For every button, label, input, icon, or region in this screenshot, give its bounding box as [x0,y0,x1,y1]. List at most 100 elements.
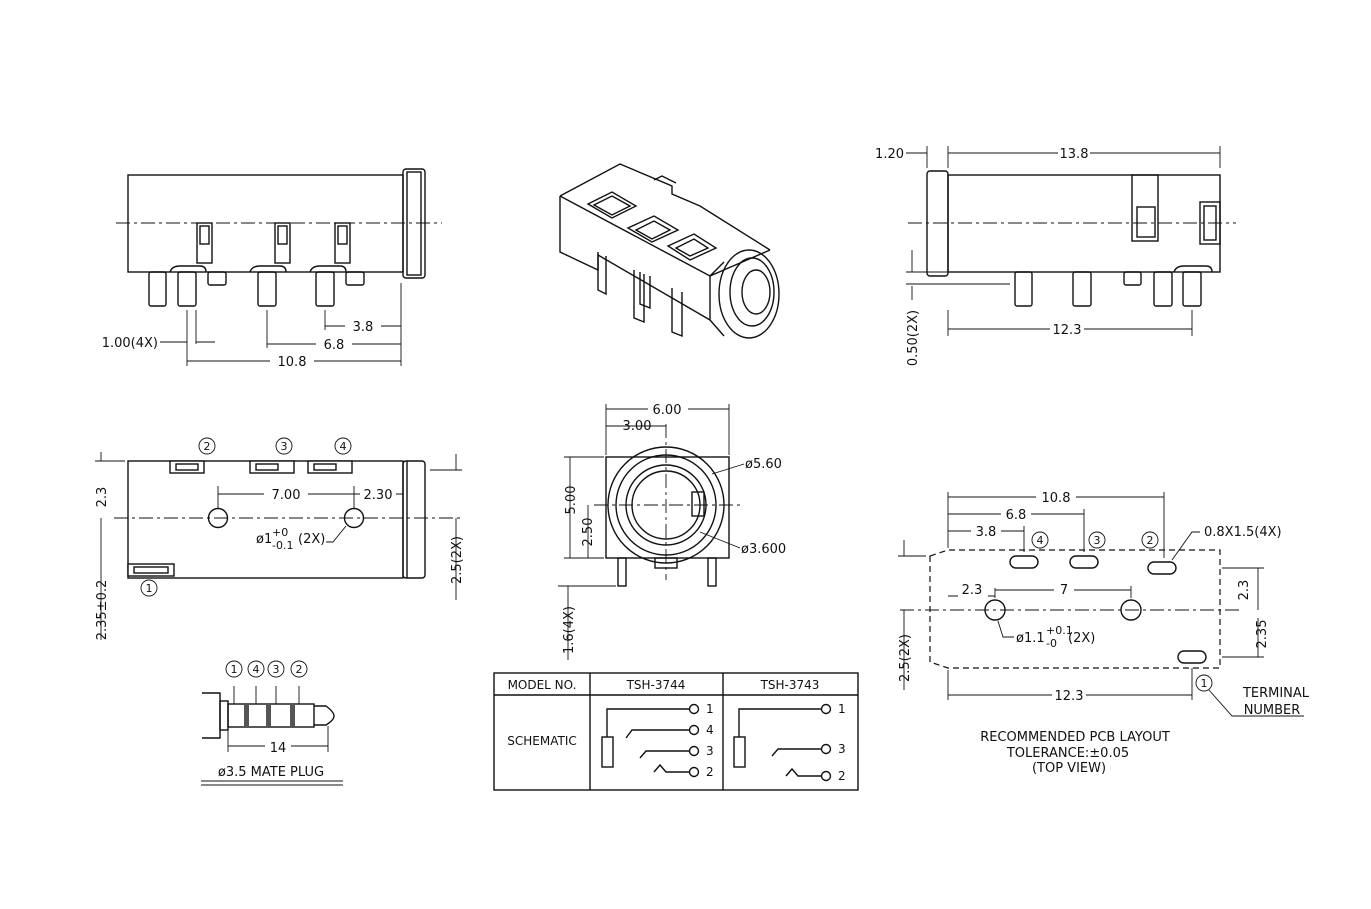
top-hole-tol-plus: +0 [272,526,288,539]
iso-pin-3 [671,288,683,338]
svg-text:4: 4 [706,723,714,737]
iso-pin-2 [633,270,645,324]
right-tab [1199,201,1221,245]
pcb-hole-2 [1120,599,1142,621]
table-model-3744: TSH-3744 [626,678,686,692]
side-standoff-1 [169,265,207,273]
pcb-pad-label-4: 4 [1031,531,1049,549]
top-term-label-4: 4 [334,437,352,455]
side-pin-1 [148,271,167,307]
pcb-dim-total: 10.8 [1042,491,1071,506]
pcb-dim-mid: 6.8 [1006,508,1027,523]
side-pin-4 [257,271,277,307]
pcb-layout: 4 3 2 10.8 6.8 3.8 0.8X1.5(4X) 2.3 7 2.3 [898,489,1310,776]
svg-text:2: 2 [204,440,211,453]
side-clip-3-inner [337,225,348,245]
svg-text:1: 1 [146,582,153,595]
top-term-2 [169,460,205,474]
svg-text:4: 4 [253,663,260,676]
side-clip-1-inner [199,225,210,245]
plug-tip [314,705,335,726]
side-dim-pin-width: 1.00(4X) [102,336,158,351]
schematic-table: MODEL NO. TSH-3744 TSH-3743 SCHEMATIC 1 … [493,672,859,791]
svg-text:4: 4 [1037,534,1044,547]
iso-barrel-inner [741,269,771,315]
pcb-dim-small: 3.8 [976,525,997,540]
svg-text:2: 2 [1147,534,1154,547]
plug-ring-2 [266,704,271,727]
side-pin-3 [207,271,227,286]
schematic-3743: 1 3 2 [733,702,846,783]
top-body [127,460,404,579]
pcb-dim-left: 2.3 [962,583,983,598]
pcb-pad-3 [1069,555,1099,569]
pcb-hole-dia: ø1.1 [1016,631,1045,646]
plug-ring-1 [244,704,249,727]
plug-length: 14 [270,741,287,756]
plug-label-3: 3 [267,660,285,678]
right-pin-3 [1123,271,1142,286]
top-dim-hole-offset: 2.30 [364,488,393,503]
front-pin-right [707,557,717,587]
table-header-model: MODEL NO. [508,678,577,692]
right-dim-pin-height: 0.50(2X) [906,310,921,366]
pcb-dim-left-height: 2.5(2X) [898,634,913,682]
top-flange [402,460,426,579]
top-hole-1 [207,507,229,529]
iso-window-1 [586,191,638,219]
side-dim-pitch-mid: 6.8 [324,338,345,353]
pcb-dim-bottom: 12.3 [1055,689,1084,704]
side-dim-pitch-small: 3.8 [353,320,374,335]
iso-front-face [559,196,771,322]
right-pin-2 [1072,271,1092,307]
top-dim-right-height: 2.5(2X) [450,536,465,584]
pcb-pad-1 [1177,650,1207,664]
front-contact [691,491,705,517]
iso-barrel-mid [729,257,775,327]
table-model-3743: TSH-3743 [760,678,820,692]
svg-text:3: 3 [273,663,280,676]
front-pin-left [617,557,627,587]
pcb-pad-label-2: 2 [1141,531,1159,549]
top-term-1 [127,563,175,577]
plug-label-2: 2 [290,660,308,678]
pcb-caption-tolerance: TOLERANCE:±0.05 [1006,746,1129,761]
side-flange-inner [406,171,422,276]
right-dim-pin-span: 12.3 [1053,323,1082,338]
side-clip-1 [196,222,213,264]
side-dim-pitch-total: 10.8 [278,355,307,370]
top-term-label-1: 1 [140,579,158,597]
pcb-dim-right-lower: 2.35 [1255,620,1270,649]
right-dim-body-length: 13.8 [1060,147,1089,162]
front-dim-pin-len: 1.6(4X) [562,606,577,654]
plug-ring-3 [290,704,295,727]
right-view: 13.8 1.20 12.3 0.50(2X) [875,145,1236,366]
top-dim-hole-spacing: 7.00 [272,488,301,503]
top-dim-bottom-offset: 2.35±0.2 [95,580,110,641]
plug-label-4: 4 [247,660,265,678]
pcb-caption-title: RECOMMENDED PCB LAYOUT [980,730,1170,745]
svg-text:1: 1 [706,702,714,716]
pcb-hole-1 [984,599,1006,621]
pcb-terminal-label-2-text: NUMBER [1244,703,1301,718]
svg-text:2: 2 [838,769,846,783]
plug-label-1: 1 [225,660,243,678]
front-dim-height: 5.00 [564,486,579,515]
side-clip-2 [274,222,291,264]
iso-window-3 [666,233,718,261]
top-view: 2 3 4 1 7.00 2.30 2.3 2.35±0.2 2.5(2 [95,437,465,641]
top-hole-dia: ø1 [256,532,272,547]
side-standoff-2 [249,265,287,273]
iso-barrel-outer [718,249,780,339]
right-dim-flange: 1.20 [875,147,904,162]
right-body [947,174,1221,273]
pcb-hole-count: (2X) [1068,631,1095,646]
pcb-hole-tol-plus: +0.1 [1046,624,1073,637]
svg-text:4: 4 [340,440,347,453]
svg-text:3: 3 [1094,534,1101,547]
right-clip [1131,174,1159,242]
schematic-3744: 1 4 3 2 [601,702,714,779]
side-clip-2-inner [277,225,288,245]
right-flange [926,170,949,277]
